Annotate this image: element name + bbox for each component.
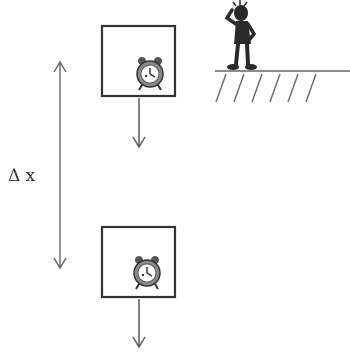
- alarm-clock-icon: [136, 57, 164, 91]
- top-box: [100, 24, 177, 98]
- bottom-velocity-arrow: [132, 299, 146, 349]
- bottom-box: [100, 225, 177, 299]
- standing-person-icon: [224, 0, 257, 70]
- alarm-clock-icon: [133, 256, 161, 290]
- ground-ledge: [215, 70, 350, 103]
- displacement-arrow: [53, 60, 67, 270]
- top-velocity-arrow: [132, 98, 146, 149]
- displacement-label: Δ x: [8, 166, 36, 186]
